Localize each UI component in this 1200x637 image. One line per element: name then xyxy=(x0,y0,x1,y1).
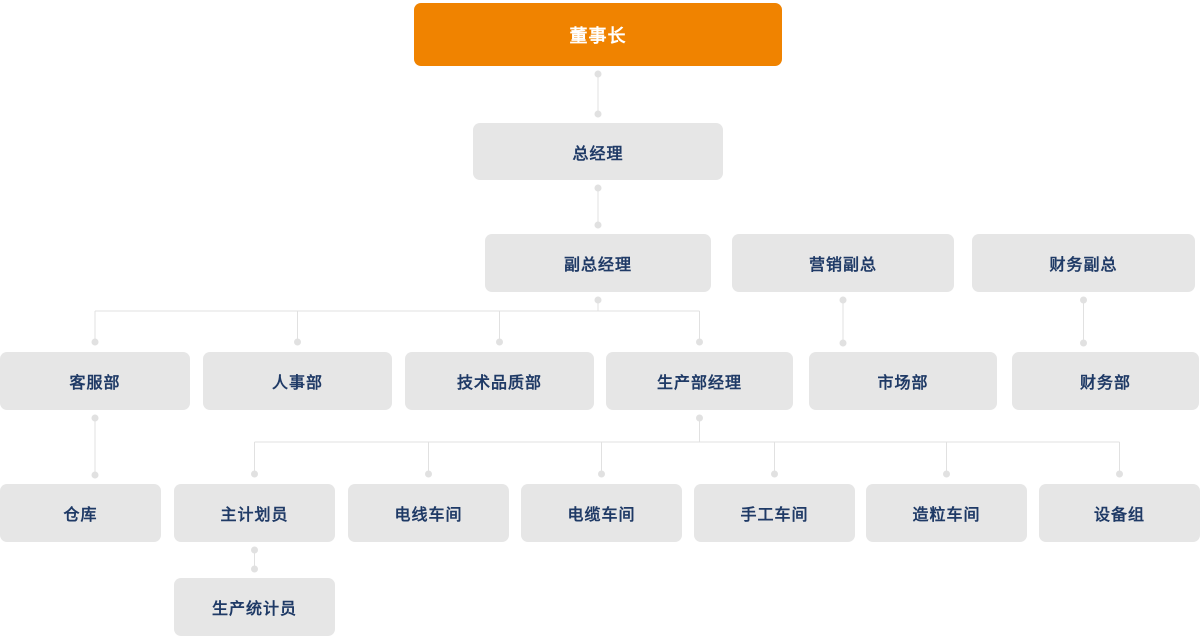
org-node-label: 设备组 xyxy=(1093,507,1145,524)
org-node-label: 人事部 xyxy=(271,375,323,392)
org-node-label: 造粒车间 xyxy=(912,507,981,524)
org-node-customer-service-dept: 客服部 xyxy=(0,352,190,410)
org-node-equipment-group: 设备组 xyxy=(1039,484,1200,542)
org-node-label: 技术品质部 xyxy=(456,375,542,392)
org-node-label: 主计划员 xyxy=(220,507,289,524)
org-node-label: 电缆车间 xyxy=(567,507,636,524)
org-node-label: 营销副总 xyxy=(808,257,877,274)
org-node-label: 手工车间 xyxy=(740,507,809,524)
org-node-hr-dept: 人事部 xyxy=(203,352,392,410)
org-node-production-dept-manager: 生产部经理 xyxy=(606,352,793,410)
org-node-label: 董事长 xyxy=(569,25,627,46)
org-node-label: 生产统计员 xyxy=(211,601,297,618)
org-node-production-statistician: 生产统计员 xyxy=(174,578,335,636)
org-node-deputy-general-manager: 副总经理 xyxy=(485,234,711,292)
org-node-general-manager: 总经理 xyxy=(473,123,723,180)
org-node-tech-quality-dept: 技术品质部 xyxy=(405,352,594,410)
org-node-label: 副总经理 xyxy=(563,257,632,274)
org-node-cable-workshop: 电缆车间 xyxy=(521,484,682,542)
org-node-manual-workshop: 手工车间 xyxy=(694,484,855,542)
org-node-label: 仓库 xyxy=(63,507,98,524)
org-node-finance-vp: 财务副总 xyxy=(972,234,1195,292)
org-node-warehouse: 仓库 xyxy=(0,484,161,542)
org-node-market-dept: 市场部 xyxy=(809,352,997,410)
org-node-finance-dept: 财务部 xyxy=(1012,352,1199,410)
org-node-label: 财务部 xyxy=(1079,375,1131,392)
org-node-wire-workshop: 电线车间 xyxy=(348,484,509,542)
org-node-chairman: 董事长 xyxy=(414,3,782,66)
org-node-label: 生产部经理 xyxy=(656,375,742,392)
org-node-label: 总经理 xyxy=(572,145,624,163)
org-node-label: 客服部 xyxy=(69,375,121,392)
org-node-label: 电线车间 xyxy=(394,507,463,524)
org-node-granulation-workshop: 造粒车间 xyxy=(866,484,1027,542)
org-node-label: 市场部 xyxy=(877,375,929,392)
org-node-label: 财务副总 xyxy=(1049,257,1118,274)
org-node-marketing-vp: 营销副总 xyxy=(732,234,954,292)
org-node-chief-planner: 主计划员 xyxy=(174,484,335,542)
